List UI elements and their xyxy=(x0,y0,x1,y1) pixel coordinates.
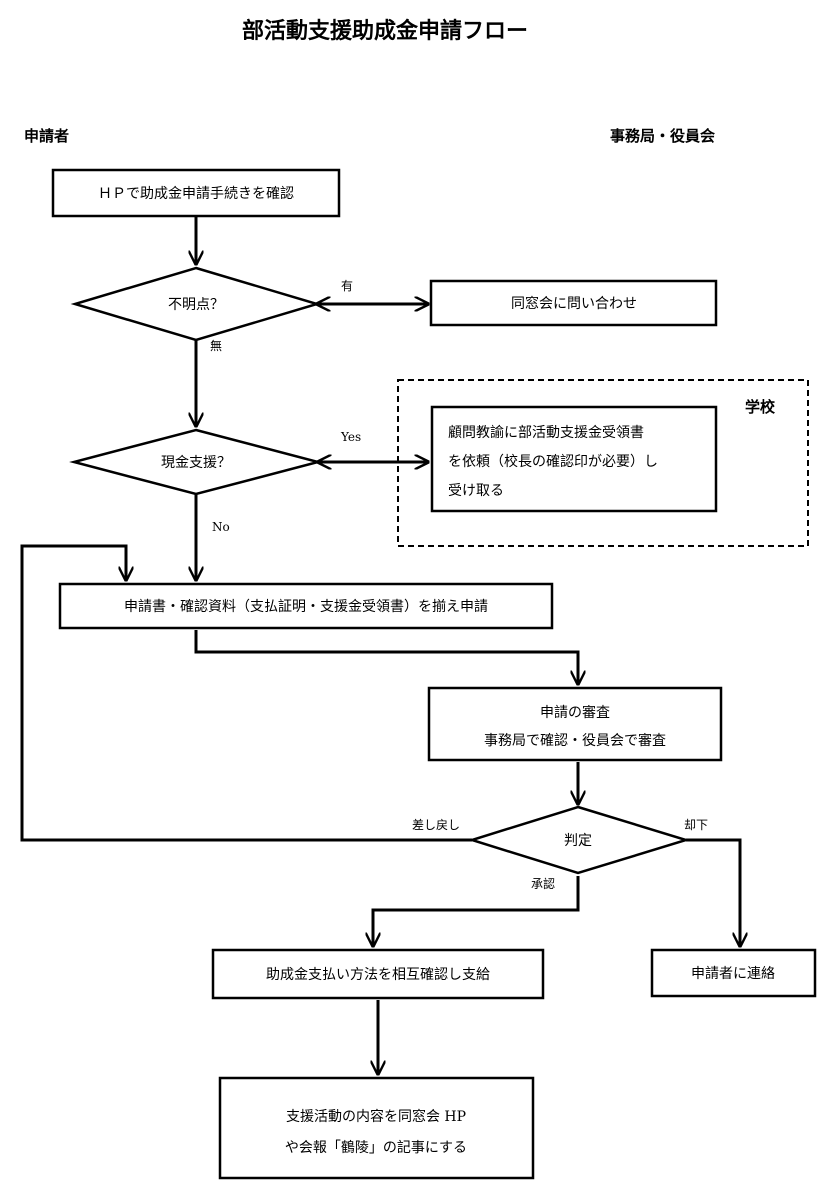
node-apply-text: 申請書・確認資料（支払証明・支援金受領書）を揃え申請 xyxy=(124,598,488,615)
label-cash-yes: Yes xyxy=(340,430,361,444)
node-check-hp-text: ＨＰで助成金申請手続きを確認 xyxy=(98,185,294,202)
node-report xyxy=(218,1076,535,1180)
node-receipt-line1: 顧問教諭に部活動支援金受領書 xyxy=(448,424,644,441)
label-cash-no: No xyxy=(212,520,230,534)
label-return: 差し戻し xyxy=(412,818,460,832)
diagram-title: 部活動支援助成金申請フロー xyxy=(242,18,528,44)
lane-office: 事務局・役員会 xyxy=(610,127,715,145)
node-unclear-text: 不明点？ xyxy=(168,297,224,313)
node-receipt xyxy=(430,405,718,513)
lane-school: 学校 xyxy=(745,398,776,416)
node-receipt-line2: を依頼（校長の確認印が必要）し xyxy=(448,453,658,470)
lane-applicant: 申請者 xyxy=(24,127,69,145)
node-check-hp xyxy=(51,168,341,218)
label-unclear-no: 無 xyxy=(210,338,222,353)
node-receipt-line3: 受け取る xyxy=(448,483,504,499)
node-pay xyxy=(211,948,545,1000)
node-notify-text: 申請者に連絡 xyxy=(691,966,775,982)
node-apply xyxy=(58,582,554,630)
label-approve: 承認 xyxy=(531,876,555,891)
node-inquiry-text: 同窓会に問い合わせ xyxy=(511,295,637,312)
edge-judge-reject xyxy=(686,838,740,946)
node-report-line2: や会報「鶴陵」の記事にする xyxy=(285,1139,467,1156)
label-reject: 却下 xyxy=(684,818,708,832)
node-inquiry xyxy=(429,279,718,327)
edge-judge-return xyxy=(20,544,472,842)
node-judge xyxy=(467,805,691,875)
node-unclear xyxy=(70,266,322,342)
node-cash xyxy=(69,428,323,496)
edge-judge-approve xyxy=(373,876,580,946)
node-review xyxy=(427,686,723,762)
node-review-line1: 申請の審査 xyxy=(540,705,610,721)
node-review-line2: 事務局で確認・役員会で審査 xyxy=(484,733,666,749)
node-notify xyxy=(650,948,817,998)
node-pay-text: 助成金支払い方法を相互確認し支給 xyxy=(266,967,490,983)
node-report-line1: 支援活動の内容を同窓会 HP xyxy=(286,1108,466,1125)
edge-apply-to-review xyxy=(194,630,578,684)
node-cash-text: 現金支援？ xyxy=(161,455,231,471)
node-judge-text: 判定 xyxy=(564,833,592,849)
label-unclear-yes: 有 xyxy=(341,279,353,293)
school-region xyxy=(397,379,809,547)
